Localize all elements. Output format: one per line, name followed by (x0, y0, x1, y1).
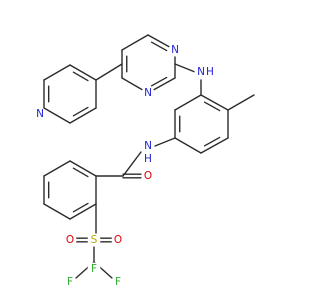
atom-o-sulfonyl-right: O (111, 233, 125, 247)
atom-label: F (67, 276, 73, 288)
pyrimidine-ring-double-bond (150, 76, 168, 87)
atom-label-layer: N N N H N N H O O (33, 43, 215, 289)
central-aryl-ring-bond (174, 94, 202, 111)
pyridine-ring-bond (43, 107, 71, 124)
atom-s-sulfonyl: S (87, 233, 101, 247)
pyridine-ring-double-bond (72, 106, 89, 117)
atom-n-pyridine: N (33, 107, 47, 121)
pyrimidine-ring-double-bond (150, 41, 168, 52)
atom-nh-aniline: N H (194, 65, 215, 79)
atom-nh-amide: N H (141, 139, 155, 165)
hydrogen-label: H (144, 153, 152, 165)
benzoyl-ring-bond (43, 160, 71, 177)
atom-label: N (144, 140, 152, 152)
atom-n-pyrimidine-bottom: N (141, 86, 155, 100)
atom-label: S (91, 234, 98, 246)
benzoyl-ring-double-bond (72, 167, 89, 178)
biaryl-bond (95, 63, 123, 81)
c-n-bond (174, 63, 196, 73)
central-aryl-ring-bond (200, 137, 229, 154)
atom-label: F (91, 263, 97, 275)
methyl-bond (227, 94, 255, 111)
pyridine-ring-double-bond (72, 71, 89, 82)
atom-f-left: F (63, 275, 77, 289)
atom-label: O (66, 234, 74, 246)
atom-o-carbonyl: O (141, 169, 155, 183)
benzoyl-ring-bond (69, 160, 97, 177)
atom-label: N (36, 108, 44, 120)
benzoyl-ring-double-bond (72, 202, 89, 213)
benzoyl-ring-bond (69, 203, 97, 220)
central-aryl-ring-bond (174, 137, 202, 154)
aryl-n-bond (154, 137, 176, 147)
pyridine-ring-bond (43, 64, 71, 81)
pyridine-ring-bond (69, 64, 97, 81)
molecule-canvas: N N N H N N H O O (33, 34, 255, 289)
atom-o-sulfonyl-left: O (63, 233, 77, 247)
pyridine-ring-bond (69, 107, 97, 124)
central-aryl-ring-double-bond (203, 101, 221, 112)
molecule-structure: N N N H N N H O O (33, 34, 255, 289)
amide-bond (122, 151, 142, 177)
atom-n-pyrimidine-top: N (168, 43, 182, 57)
benzoyl-ring-bond (43, 203, 71, 220)
pyrimidine-ring-bond (121, 34, 149, 51)
atom-label: F (115, 276, 121, 288)
atom-label: O (144, 170, 152, 182)
atom-label: N (197, 66, 205, 78)
atom-f-right: F (111, 275, 125, 289)
atom-f-top: F (87, 262, 101, 276)
central-aryl-ring-bond (200, 94, 229, 111)
atom-label: N (171, 44, 179, 56)
atom-label: N (144, 87, 152, 99)
hydrogen-label: H (206, 66, 214, 78)
atom-label: O (114, 234, 122, 246)
central-aryl-ring-double-bond (203, 136, 221, 147)
